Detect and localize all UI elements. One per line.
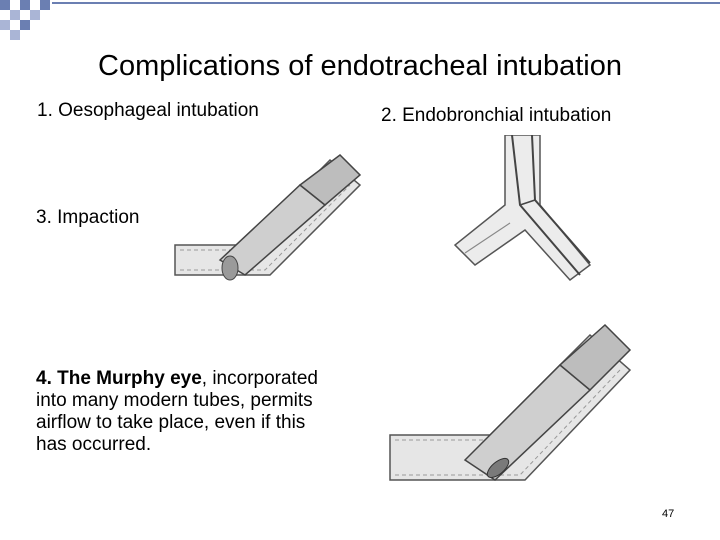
endobronchial-carina-illustration [453, 135, 592, 282]
item-murphy-eye: 4. The Murphy eye, incorporated into man… [36, 368, 336, 456]
murphy-eye-description: , incorporated into many modern tubes, p… [36, 368, 318, 455]
item-oesophageal-intubation: 1. Oesophageal intubation [37, 100, 259, 121]
slide-title: Complications of endotracheal intubation [98, 50, 622, 82]
murphy-eye-heading: 4. The Murphy eye [36, 368, 202, 389]
page-number: 47 [662, 508, 675, 520]
murphy-eye-tube-illustration [389, 323, 632, 481]
item-endobronchial-intubation: 2. Endobronchial intubation [381, 105, 612, 126]
corner-decoration [0, 0, 720, 40]
item-impaction: 3. Impaction [36, 207, 140, 228]
impaction-tube-illustration [174, 154, 362, 281]
